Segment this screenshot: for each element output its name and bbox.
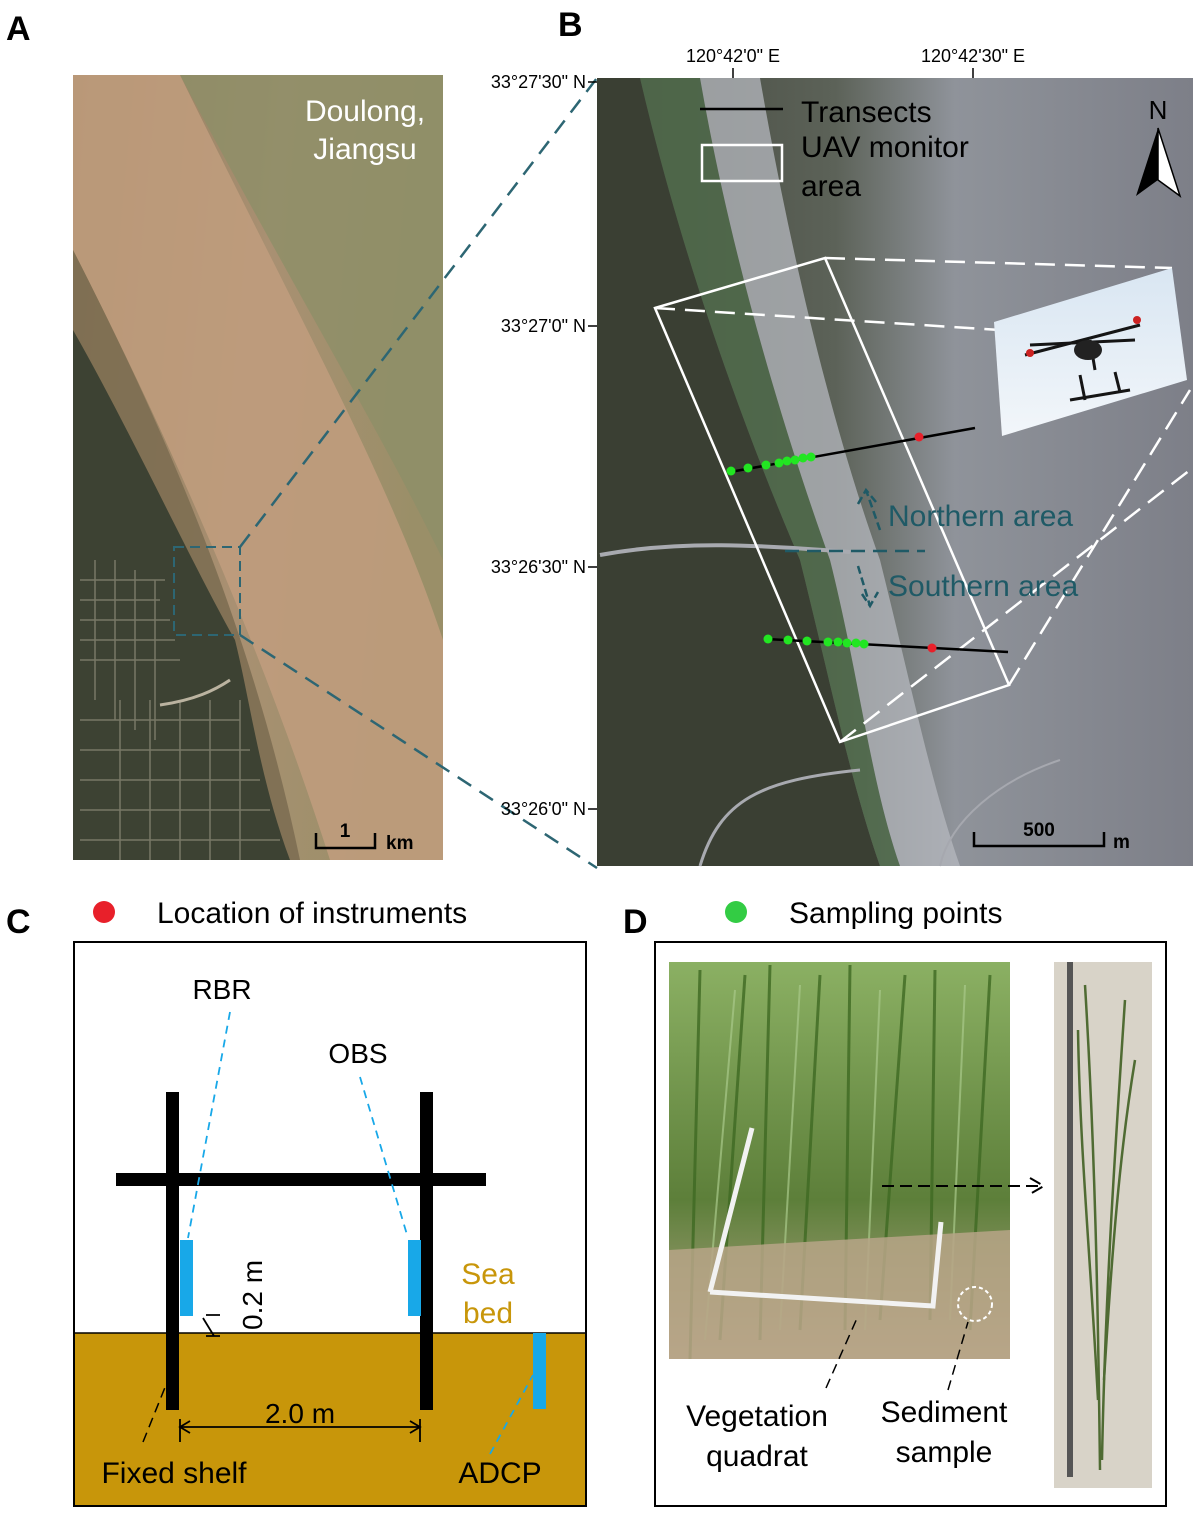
- lat-tick-1: 33°27'30" N: [491, 72, 586, 92]
- sediment-sample-line2: sample: [896, 1436, 993, 1469]
- instrument-point-north: [914, 432, 924, 442]
- scale-unit-b: m: [1113, 832, 1130, 853]
- inset-box: [173, 546, 241, 636]
- zoom-line-top: [239, 77, 598, 548]
- lon-tick-1: 120°42'0" E: [686, 46, 780, 66]
- plant-specimen-photo: [1054, 962, 1152, 1488]
- transect-north: [729, 426, 976, 474]
- legend-uav-line1: UAV monitor: [801, 131, 969, 164]
- sampling-points-north: [726, 452, 816, 476]
- obs-label: OBS: [328, 1038, 387, 1069]
- north-label: N: [1149, 95, 1168, 125]
- lat-tick-4: 33°26'0" N: [501, 799, 586, 819]
- north-arrow-icon: N: [1136, 95, 1182, 198]
- scale-value-b: 500: [1023, 820, 1055, 841]
- legend-instrument-dot: [93, 901, 115, 923]
- dimension-0-2m: [202, 1314, 220, 1337]
- legend-uav-line2: area: [801, 170, 861, 203]
- lat-tick-2: 33°27'0" N: [501, 316, 586, 336]
- adcp-sensor: [533, 1333, 546, 1409]
- vegetation-photo: [669, 962, 1047, 1360]
- legend-sampling-label: Sampling points: [789, 897, 1002, 930]
- satellite-image-a: Doulong, Jiangsu 1 km: [73, 75, 443, 860]
- place-name-line1: Doulong,: [305, 95, 425, 128]
- rbr-sensor: [180, 1240, 193, 1316]
- width-label: 2.0 m: [265, 1398, 335, 1429]
- panel-a: A Doulong, Jiangsu: [6, 10, 443, 860]
- sediment-marker: [957, 1286, 993, 1322]
- vegetation-quadrat-line2: quadrat: [706, 1440, 808, 1473]
- projection-lines: [654, 256, 1192, 743]
- lat-tick-3: 33°26'30" N: [491, 557, 586, 577]
- legend-uav-box: [700, 143, 784, 183]
- northern-area-label: Northern area: [888, 500, 1073, 533]
- vegetation-leader: [825, 1315, 859, 1389]
- vegetation-quadrat-line1: Vegetation: [686, 1400, 828, 1433]
- satellite-image-b: [597, 78, 1193, 867]
- fixed-shelf-leader: [142, 1374, 171, 1443]
- adcp-label: ADCP: [458, 1457, 541, 1490]
- obs-sensor: [408, 1240, 421, 1316]
- lon-tick-2: 120°42'30" E: [921, 46, 1025, 66]
- panel-b: B 120°42'0" E 120°42'30" E 33°27'30" N 3…: [491, 6, 1193, 867]
- drone-photo: [994, 268, 1187, 436]
- panel-c: C Location of instruments RBR OBS 0.2 m: [6, 897, 587, 1507]
- sampling-points-south: [763, 634, 869, 649]
- dimension-2-0m: [178, 1419, 422, 1442]
- panel-c-letter: C: [6, 903, 31, 941]
- panel-a-letter: A: [6, 10, 31, 48]
- sediment-leader: [947, 1321, 969, 1391]
- legend-sampling-dot: [725, 901, 747, 923]
- arrow-south-icon: [856, 565, 880, 609]
- rbr-label: RBR: [192, 974, 251, 1005]
- quadrat-frame: [707, 1127, 944, 1309]
- seabed: [75, 1333, 585, 1505]
- scale-unit-a: km: [386, 833, 413, 854]
- scale-bar-b: [972, 832, 1106, 848]
- panel-b-letter: B: [558, 6, 583, 44]
- scale-value-a: 1: [340, 821, 351, 842]
- fixed-shelf-label: Fixed shelf: [101, 1457, 247, 1490]
- legend-transects: Transects: [801, 96, 932, 129]
- zoom-arrow-icon: [882, 1177, 1047, 1195]
- instrument-point-south: [927, 643, 937, 653]
- zoom-line-bottom: [239, 633, 598, 870]
- place-name-line2: Jiangsu: [313, 133, 416, 166]
- sea-bed-line1: Sea: [461, 1258, 515, 1291]
- sediment-sample-line1: Sediment: [881, 1396, 1008, 1429]
- legend-instrument-label: Location of instruments: [157, 897, 467, 930]
- arrow-north-icon: [856, 487, 882, 531]
- panel-d: D Sampling points: [623, 897, 1167, 1507]
- scale-bar-a: [314, 833, 377, 850]
- sea-bed-line2: bed: [463, 1297, 513, 1330]
- fixed-shelf: [116, 1092, 486, 1410]
- height-label: 0.2 m: [237, 1260, 268, 1330]
- southern-area-label: Southern area: [888, 570, 1078, 603]
- panel-d-letter: D: [623, 903, 648, 941]
